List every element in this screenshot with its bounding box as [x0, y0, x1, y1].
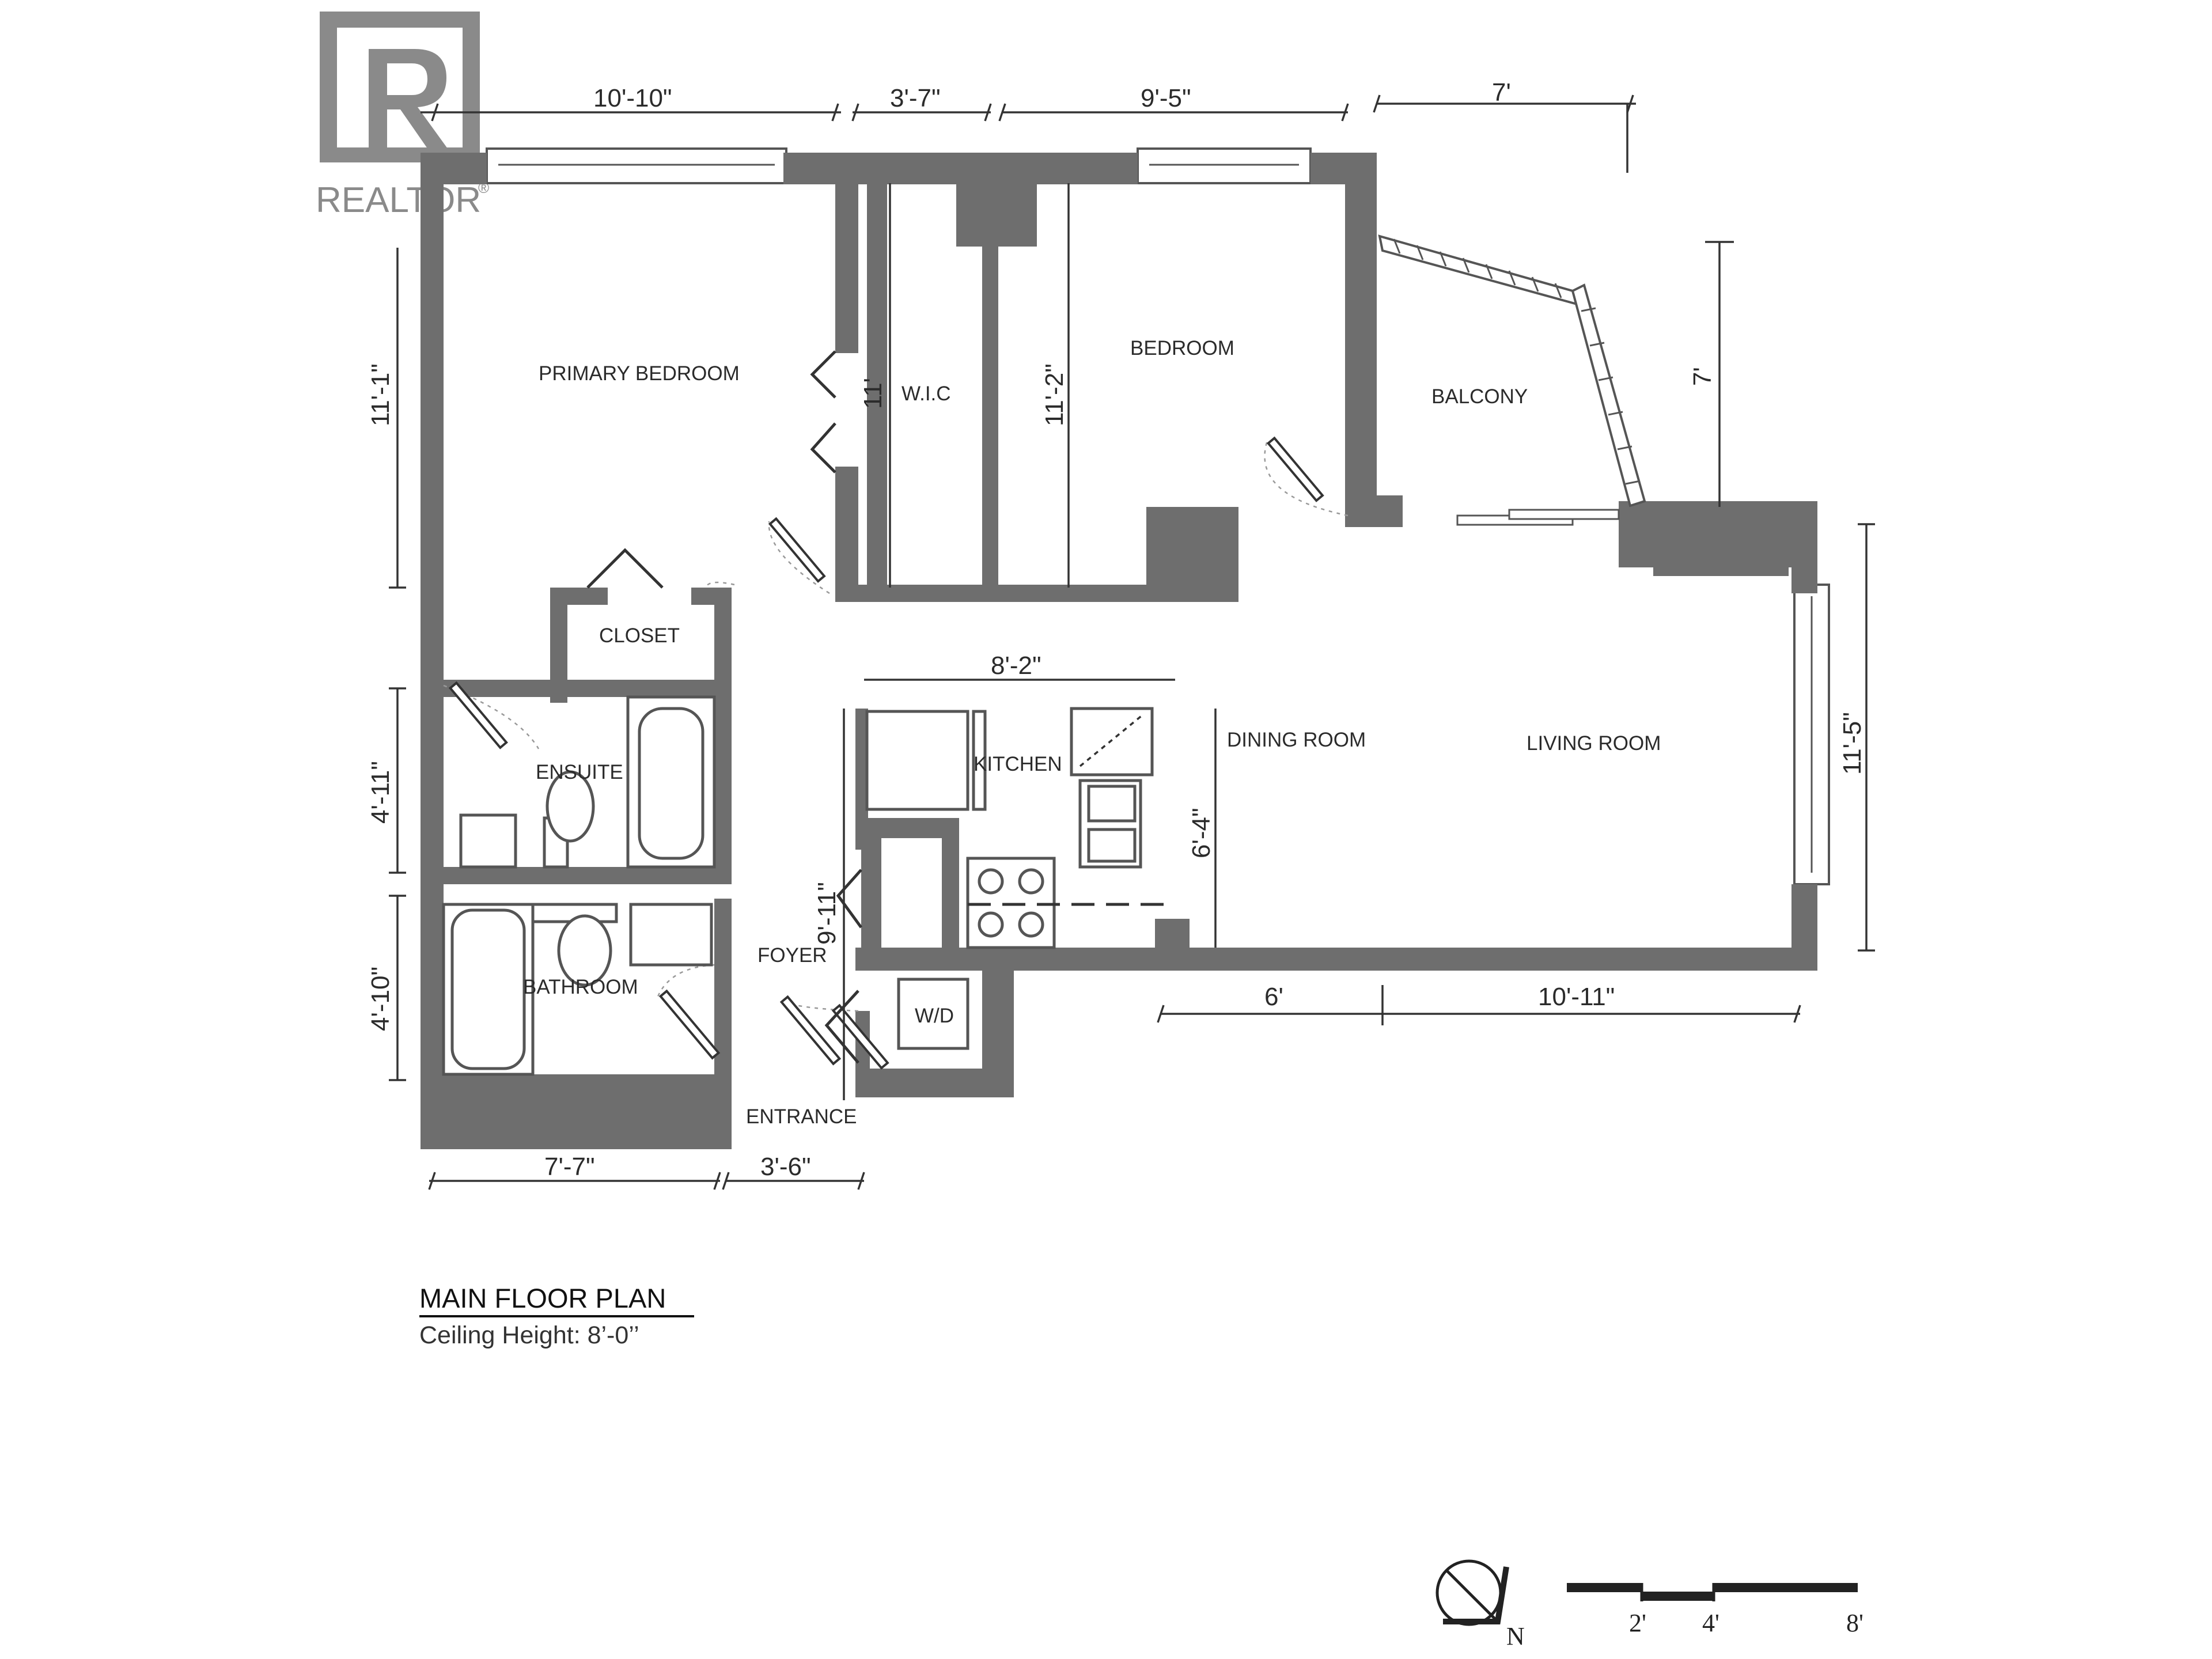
dim-bedroom-height: 11'-2"	[1040, 363, 1069, 426]
label-foyer: FOYER	[757, 944, 827, 967]
dim-kitchen-width: 8'-2"	[991, 652, 1041, 680]
dim-top-primary: 10'-10"	[593, 84, 672, 112]
dim-left-ensuite: 4'-11"	[366, 761, 395, 824]
realtor-wordmark: REALTOR	[316, 180, 481, 220]
label-entrance: ENTRANCE	[746, 1105, 857, 1128]
label-living-room: LIVING ROOM	[1527, 732, 1661, 755]
dim-bottom-living: 10'-11"	[1538, 983, 1615, 1011]
dim-living-height: 11'-5"	[1838, 712, 1866, 775]
label-bathroom: BATHROOM	[523, 976, 638, 998]
walls	[421, 153, 1817, 1149]
north-label: N	[1506, 1622, 1525, 1650]
dim-top-wic: 3'-7"	[890, 84, 941, 112]
dimension-lines	[389, 94, 1875, 1190]
balcony-railing	[1378, 234, 1584, 308]
window-bedroom	[1137, 147, 1312, 184]
label-primary-bedroom: PRIMARY BEDROOM	[539, 362, 740, 385]
dim-bottom-bathroom: 7'-7"	[544, 1153, 595, 1181]
dim-left-primary: 11'-1"	[366, 363, 395, 426]
dim-dining-height: 6'-4"	[1187, 808, 1215, 858]
label-ensuite: ENSUITE	[536, 761, 623, 783]
dim-top-bedroom: 9'-5"	[1141, 84, 1191, 112]
label-wd: W/D	[915, 1005, 954, 1027]
label-wic: W.I.C	[902, 382, 951, 405]
dim-wic-height: 11'	[859, 378, 887, 409]
label-kitchen: KITCHEN	[974, 753, 1062, 775]
doors	[443, 350, 1349, 1070]
dim-bottom-entrance: 3'-6"	[760, 1153, 811, 1181]
ceiling-height: Ceiling Height: 8’-0’’	[419, 1321, 639, 1349]
dim-top-balcony: 7'	[1492, 78, 1511, 107]
scale-bar: 2' 4' 8'	[1567, 1583, 1863, 1637]
fixtures	[442, 695, 1164, 1076]
dim-kitchen-height: 9'-11"	[813, 882, 841, 945]
label-bedroom: BEDROOM	[1130, 337, 1234, 359]
balcony-railing-side	[1571, 283, 1646, 507]
compass: N	[1435, 1559, 1525, 1650]
scale-label-4: 4'	[1702, 1609, 1719, 1637]
label-balcony: BALCONY	[1431, 385, 1528, 408]
scale-label-2: 2'	[1629, 1609, 1646, 1637]
window-primary	[486, 147, 787, 184]
dim-balcony-height: 7'	[1688, 367, 1717, 386]
dim-bottom-dining: 6'	[1264, 983, 1283, 1011]
label-closet: CLOSET	[599, 624, 680, 647]
plan-title: MAIN FLOOR PLAN	[419, 1283, 666, 1313]
dim-left-bathroom: 4'-10"	[366, 967, 395, 1031]
scale-label-8: 8'	[1846, 1609, 1863, 1637]
label-dining-room: DINING ROOM	[1227, 729, 1366, 751]
realtor-logo: REALTOR ®	[316, 12, 489, 220]
